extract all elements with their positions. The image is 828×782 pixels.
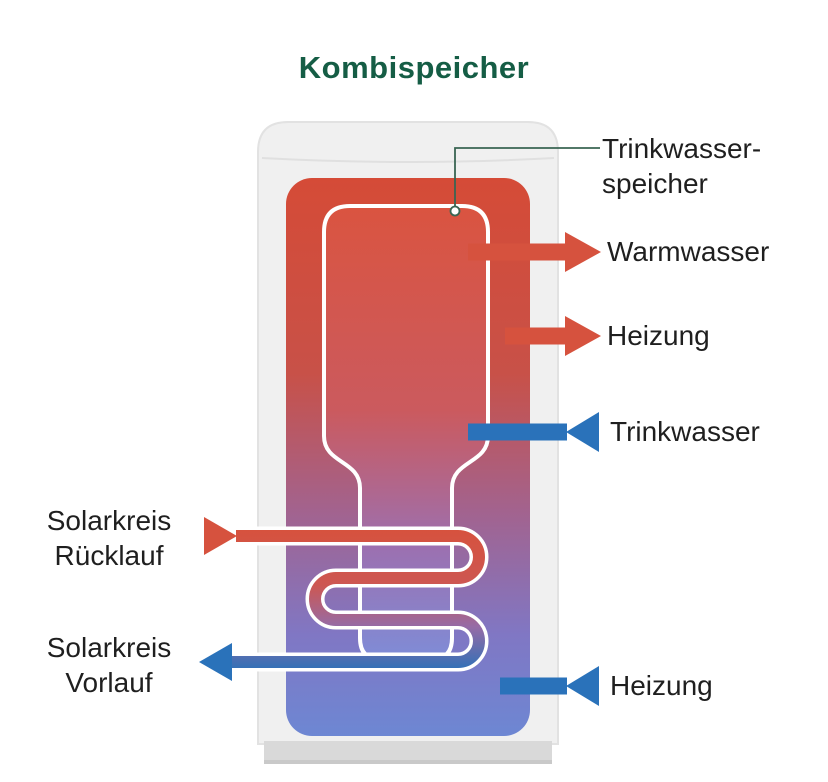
heizung-top-arrow-shaft: [505, 327, 565, 345]
label-trinkwasserspeicher-line1: Trinkwasser-: [602, 133, 762, 164]
tank-lid-seam: [261, 157, 555, 163]
label-trinkwasserspeicher: Trinkwasser- speicher: [602, 131, 761, 201]
trinkwasser-arrowhead: [566, 412, 599, 452]
label-solarkreis-vorlauf: Solarkreis Vorlauf: [24, 630, 194, 700]
trinkwasser-arrow: [468, 412, 599, 452]
label-solarkreis-ruecklauf: Solarkreis Rücklauf: [24, 503, 194, 573]
heizung-top-arrowhead: [565, 316, 601, 356]
label-heizung-bottom: Heizung: [610, 670, 713, 701]
warmwasser-arrowhead: [565, 232, 601, 272]
tank-base-edge: [264, 760, 552, 764]
tank-base: [264, 741, 552, 764]
solar-ruecklauf-arrowhead: [204, 517, 237, 555]
heizung-bottom-arrowhead: [566, 666, 599, 706]
solar-vorlauf-arrowhead: [199, 643, 232, 681]
pointer-dot: [449, 205, 461, 217]
pointer-line: [454, 147, 600, 206]
label-heizung-top: Heizung: [607, 320, 710, 351]
solar-coil: [232, 530, 485, 668]
label-solarkreis-vorlauf-line1: Solarkreis: [46, 632, 172, 663]
label-solarkreis-ruecklauf-line1: Solarkreis: [46, 505, 172, 536]
label-trinkwasserspeicher-line2: speicher: [602, 168, 708, 199]
warmwasser-arrow-shaft: [468, 243, 565, 261]
label-solarkreis-ruecklauf-line2: Rücklauf: [54, 540, 164, 571]
warmwasser-arrow: [468, 232, 601, 272]
heizung-bottom-arrow-shaft: [500, 677, 567, 695]
heizung-top-arrow: [505, 316, 601, 356]
trinkwasser-arrow-shaft: [468, 423, 567, 441]
label-warmwasser: Warmwasser: [607, 236, 770, 267]
heizung-bottom-arrow: [500, 666, 599, 706]
diagram-title: Kombispeicher: [298, 50, 530, 85]
label-trinkwasser: Trinkwasser: [610, 416, 760, 447]
label-solarkreis-vorlauf-line2: Vorlauf: [65, 667, 153, 698]
